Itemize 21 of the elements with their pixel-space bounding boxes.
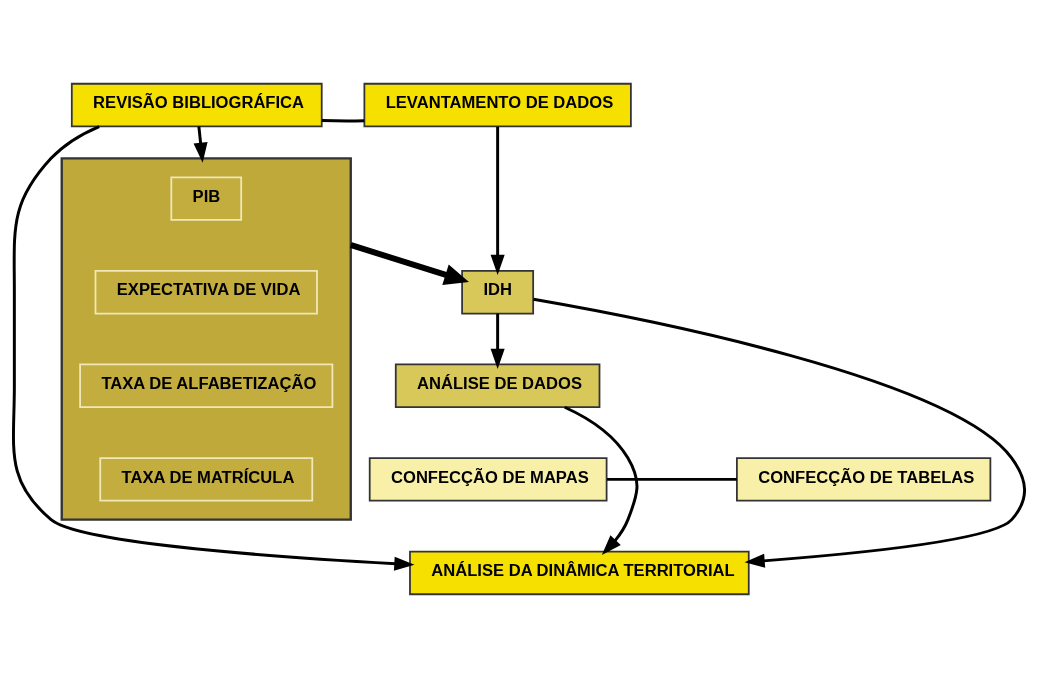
arrow [490, 313, 505, 369]
arrow [564, 405, 639, 555]
arrow [490, 126, 505, 275]
arrow [349, 241, 469, 285]
node-box: EXPECTATIVA DE VIDA [94, 269, 318, 314]
node-box: TAXA DE MATRÍCULA [99, 456, 314, 502]
connector [606, 477, 737, 481]
arrow [12, 124, 415, 571]
node-box: IDH [461, 269, 535, 314]
node-box: ANÁLISE DA DINÂMICA TERRITORIAL [409, 550, 750, 595]
cluster [60, 156, 352, 521]
arrow [193, 125, 208, 163]
node-box: PIB [170, 175, 243, 221]
node-box: CONFECÇÃO DE MAPAS [368, 456, 608, 502]
connector [321, 118, 365, 123]
node-box: CONFECÇÃO DE TABELAS [736, 456, 992, 502]
arrow [533, 297, 1026, 568]
node-box: LEVANTAMENTO DE DADOS [363, 82, 632, 127]
node-box: ANÁLISE DE DADOS [394, 363, 601, 408]
node-box: REVISÃO BIBLIOGRÁFICA [70, 82, 323, 127]
node-box: TAXA DE ALFABETIZAÇÃO [79, 363, 334, 408]
